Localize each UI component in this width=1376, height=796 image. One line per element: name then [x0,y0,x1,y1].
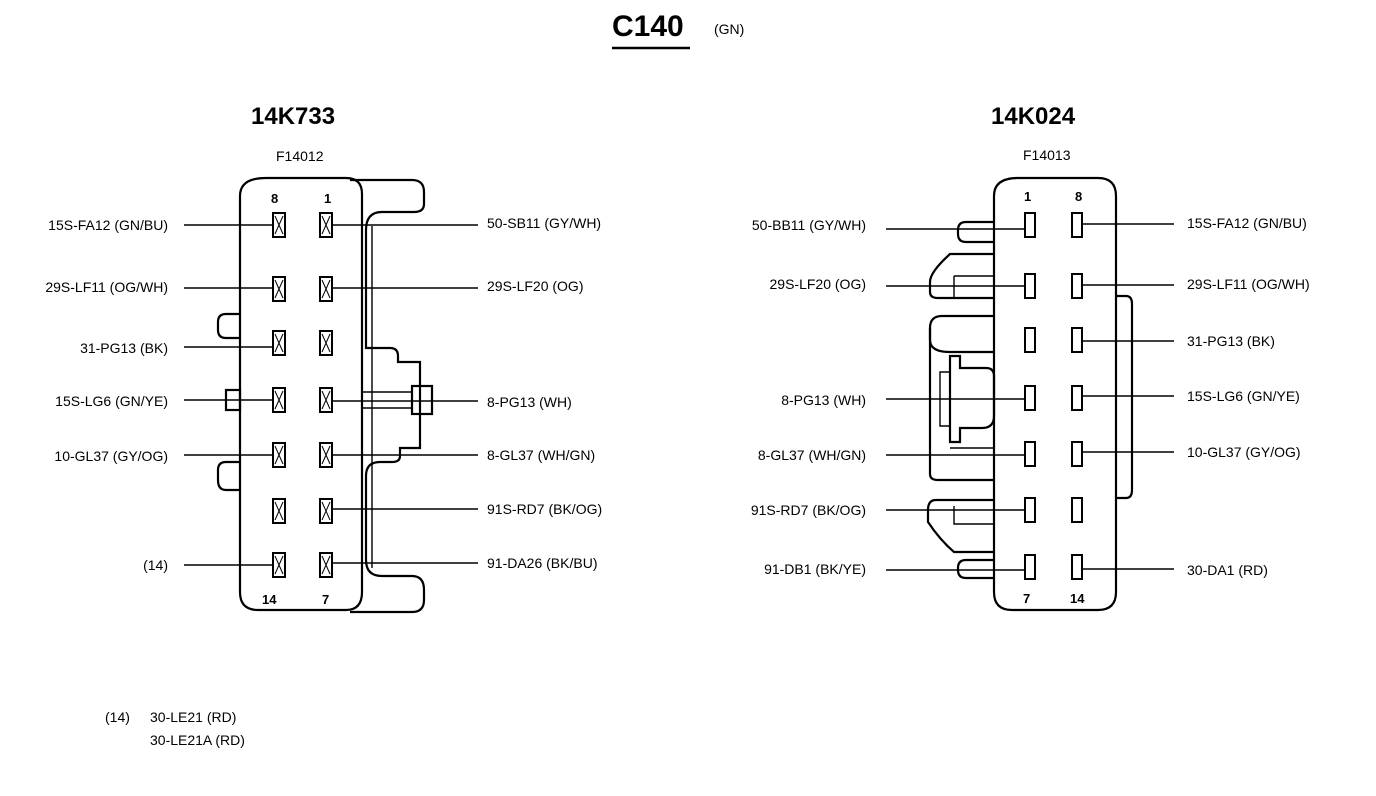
left-pin-number-1: 1 [324,191,331,206]
right-pin-cavity [1024,327,1036,353]
title-color-code: (GN) [714,21,744,37]
right-label-left-6: 91S-RD7 (BK/OG) [751,502,866,518]
right-key-block [948,354,996,444]
left-label-right-2: 29S-LF20 (OG) [487,278,583,294]
left-key-block [410,384,434,416]
right-label-right-2: 29S-LF11 (OG/WH) [1187,276,1310,292]
left-ref-number: F14012 [276,148,324,164]
right-pin-cavity [1024,385,1036,411]
left-pin-cavity [272,387,286,413]
left-pin-cavity [272,442,286,468]
right-wire-lines [886,223,1174,571]
left-label-right-7: 91-DA26 (BK/BU) [487,555,597,571]
right-latch-middle [928,314,994,354]
right-label-right-7: 30-DA1 (RD) [1187,562,1268,578]
right-pin-cavity [1071,385,1083,411]
left-pin-cavity [319,276,333,302]
left-pin-cavity [272,276,286,302]
left-pin-cavity [319,330,333,356]
right-pin-number-7: 7 [1023,591,1030,606]
left-pin-number-14: 14 [262,592,277,607]
right-pin-cavity [1024,554,1036,580]
left-pin-cavity [319,442,333,468]
right-pin-cavity [1071,441,1083,467]
right-pin-number-8: 8 [1075,189,1082,204]
right-latch-top [956,220,994,244]
right-pin-cavity [1024,441,1036,467]
right-pin-cavity [1071,327,1083,353]
right-latch-bottom [956,558,994,580]
left-connector-lock-arm [350,178,426,614]
right-label-left-7: 91-DB1 (BK/YE) [764,561,866,577]
right-pin-cavity [1071,497,1083,523]
right-pin-cavity [1071,212,1083,238]
right-pin-cavity [1071,554,1083,580]
left-pin-cavity [319,552,333,578]
footnote-line-1: 30-LE21 (RD) [150,709,236,725]
left-pin-number-7: 7 [322,592,329,607]
left-label-left-2: 29S-LF11 (OG/WH) [45,279,168,295]
left-pin-cavity [319,387,333,413]
left-connector-body [238,176,364,612]
left-connector: 14K733 F14012 8 1 14 7 15S-FA12 (GN/BU) … [45,103,602,614]
left-pin-grid [272,212,333,578]
left-label-left-4: 15S-LG6 (GN/YE) [55,393,168,409]
left-pin-cavity [272,552,286,578]
right-pin-cavity [1071,273,1083,299]
footnote: (14) 30-LE21 (RD) 30-LE21A (RD) [105,709,245,748]
left-pin-cavity [272,498,286,524]
left-pin-cavity [272,330,286,356]
right-pin-cavity [1024,273,1036,299]
right-connector: 14K024 F14013 1 8 7 14 50-BB11 (GY/WH) 2… [751,103,1310,612]
right-pin-number-1: 1 [1024,189,1031,204]
footnote-marker: (14) [105,709,130,725]
right-pin-number-14: 14 [1070,591,1085,606]
right-ref-number: F14013 [1023,147,1071,163]
footnote-line-2: 30-LE21A (RD) [150,732,245,748]
left-pin-number-8: 8 [271,191,278,206]
left-pin-cavity [319,212,333,238]
right-part-number: 14K024 [991,103,1076,130]
right-label-right-3: 31-PG13 (BK) [1187,333,1275,349]
left-label-left-7: (14) [143,557,168,573]
right-pin-cavity [1024,212,1036,238]
left-label-right-5: 8-GL37 (WH/GN) [487,447,595,463]
right-latch-upper [928,252,994,300]
diagram-title: C140 [612,10,684,43]
right-label-left-5: 8-GL37 (WH/GN) [758,447,866,463]
left-tab-upper [216,312,240,340]
right-latch-body [928,328,994,482]
right-pin-grid [1024,212,1083,580]
right-label-left-4: 8-PG13 (WH) [781,392,866,408]
left-label-left-1: 15S-FA12 (GN/BU) [48,217,168,233]
left-label-right-4: 8-PG13 (WH) [487,394,572,410]
right-latch-lower [926,498,994,554]
right-label-right-4: 15S-LG6 (GN/YE) [1187,388,1300,404]
right-pin-cavity [1024,497,1036,523]
right-label-right-5: 10-GL37 (GY/OG) [1187,444,1301,460]
right-label-right-1: 15S-FA12 (GN/BU) [1187,215,1307,231]
left-label-left-3: 31-PG13 (BK) [80,340,168,356]
left-pin-cavity [319,498,333,524]
right-side-rail [1116,294,1134,500]
left-label-right-6: 91S-RD7 (BK/OG) [487,501,602,517]
left-label-left-5: 10-GL37 (GY/OG) [54,448,168,464]
left-label-right-1: 50-SB11 (GY/WH) [487,215,601,231]
left-part-number: 14K733 [251,103,335,130]
right-label-left-2: 29S-LF20 (OG) [770,276,866,292]
right-connector-body [992,176,1118,612]
left-pin-cavity [272,212,286,238]
left-tab-lower [216,460,240,492]
right-label-left-1: 50-BB11 (GY/WH) [752,217,866,233]
left-wire-lines [184,224,478,566]
